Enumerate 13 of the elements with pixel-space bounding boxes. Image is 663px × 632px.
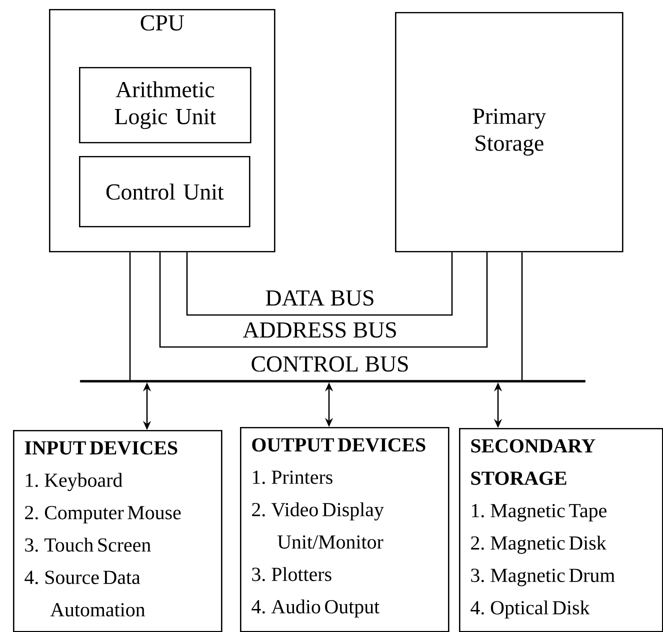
process-box: Control Unit — [79, 156, 250, 228]
bus-line — [159, 252, 488, 348]
storage-box: Primary Storage — [395, 12, 624, 252]
bus-line — [521, 252, 523, 380]
process-box: Arithmetic Logic Unit — [79, 67, 252, 144]
edge-label: ADDRESS BUS — [242, 321, 398, 339]
device-list-box: INPUT DEVICES 1. Keyboard 2. Computer Mouse 3. Touch Screen 4. Source Data Automation — [13, 430, 222, 632]
bus-line — [129, 252, 131, 380]
bus-label: CONTROL BUS — [252, 356, 408, 372]
device-list-box: SECONDARY STORAGE 1. Magnetic Tape 2. Magnetic Disk 3. Magnetic Drum 4. Optical Disk — [459, 428, 663, 632]
edge-label: DATA BUS — [264, 289, 376, 307]
bus-line — [186, 252, 453, 316]
device-list-box: OUTPUT DEVICES 1. Printers 2. Video Display Unit/Monitor 3. Plotters 4. Audio Output — [240, 427, 450, 632]
